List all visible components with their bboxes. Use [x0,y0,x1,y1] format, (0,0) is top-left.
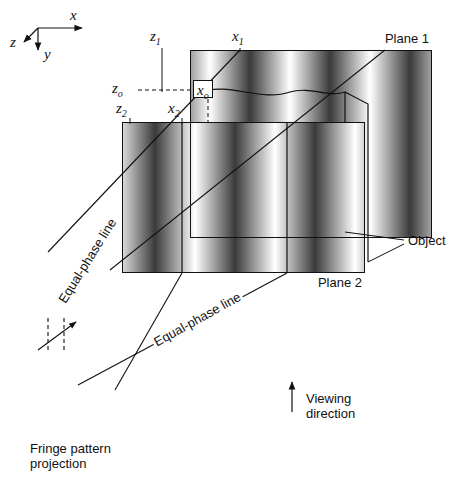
plane-label: Plane 2 [318,276,362,291]
annotation-label: Object [408,234,446,249]
projection-symbol [38,318,76,352]
annotation-label: Viewing direction [306,392,386,422]
projection-plane: Plane 2 [122,122,365,273]
coordinate-label: x2 [168,100,180,117]
fringe-lines [182,122,287,273]
viewing-arrow [291,382,292,412]
coordinate-label: y [44,46,51,63]
plane-label: Plane 1 [385,32,429,47]
point-box: xo [193,80,213,98]
reference-lines [130,48,240,124]
annotation-label: Equal-phase line [55,214,121,307]
coordinate-label: x1 [232,28,244,45]
plane-fringes [122,122,365,273]
leader-lines [345,232,404,262]
equal-phase-lines [48,50,385,390]
projection-plane: Plane 1 [190,50,432,238]
annotation-label: Fringe pattern projection [30,442,140,472]
axes [24,28,82,50]
coordinate-label: zo [112,80,123,97]
coordinate-label: z1 [150,28,161,45]
coordinate-label: x [70,7,77,24]
point-label: xo [197,82,209,98]
coordinate-label: z2 [116,100,127,117]
coordinate-label: z [10,34,16,51]
annotation-label: Equal-phase line [150,289,245,351]
